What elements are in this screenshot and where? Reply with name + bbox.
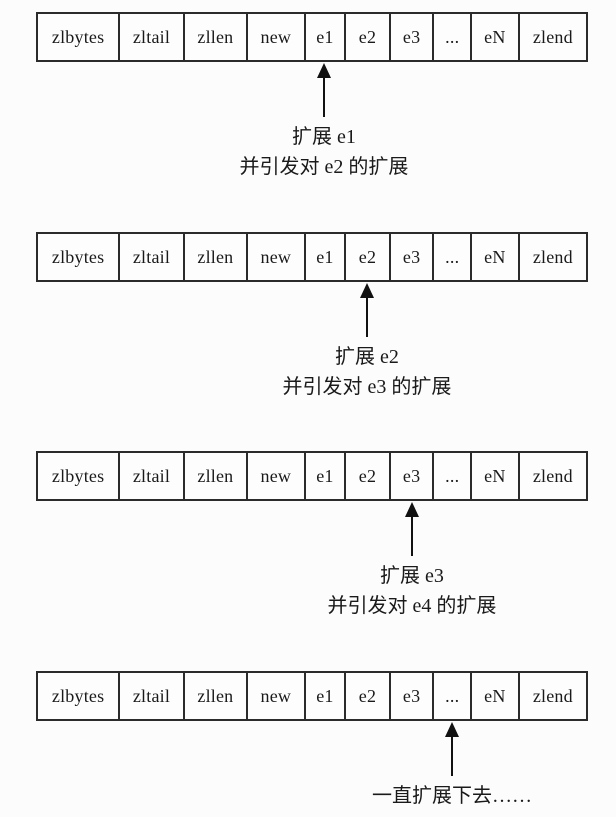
ziplist-cell-zltail: zltail [118,453,182,499]
annotation-line-2: 并引发对 e2 的扩展 [239,156,409,178]
annotation-line-1: 扩展 e1 [292,126,356,148]
ziplist-cell-zlbytes: zlbytes [51,465,105,486]
ziplist-row: zlbytes zltail zllen new e1 e2 e3 ... eN… [36,671,588,721]
ziplist-cell-e2: e2 [344,453,389,499]
ziplist-cell-ellipsis: ... [432,453,470,499]
annotation-line-2: 并引发对 e3 的扩展 [282,376,452,398]
up-arrow-to-e1 [317,63,331,117]
diagram-section-1: zlbytes zltail zllen new e1 e2 e3 ... eN… [0,12,616,220]
annotation-line-1: 扩展 e3 [380,565,444,587]
annotation-line-2: 并引发对 e4 的扩展 [327,595,497,617]
arrow-shaft [366,298,368,337]
arrow-head-icon [317,63,331,78]
arrow-shaft [323,78,325,117]
ziplist-cell-zlbytes: zlbytes [51,246,105,267]
ziplist-cell-new: new [246,234,303,280]
ziplist-row: zlbytes zltail zllen new e1 e2 e3 ... eN… [36,12,588,62]
ziplist-cell-zltail: zltail [118,673,182,719]
ziplist-cell-zltail: zltail [118,14,182,60]
ziplist-cell-zlend: zlend [517,673,586,719]
ziplist-cell-zlbytes: zlbytes [51,685,105,706]
ziplist-cell-e3: e3 [388,14,433,60]
ziplist-cell-zlend: zlend [517,234,586,280]
annotation-line-1: 一直扩展下去…… [372,785,532,807]
annotation-text: 扩展 e1 并引发对 e2 的扩展 [164,122,484,182]
ziplist-cell-zlend: zlend [517,14,586,60]
ziplist-cell-e2: e2 [344,234,389,280]
annotation-text: 一直扩展下去…… [292,781,612,811]
ziplist-cell-zllen: zllen [182,673,246,719]
ziplist-cell-e2: e2 [344,673,389,719]
ziplist-cell-eN: eN [470,14,518,60]
ziplist-cell-e3: e3 [388,234,433,280]
ziplist-cell-e2: e2 [344,14,389,60]
ziplist-cell-new: new [246,14,303,60]
ziplist-cell-zlbytes: zlbytes [51,26,105,47]
ziplist-cell-zlend: zlend [517,453,586,499]
annotation-text: 扩展 e3 并引发对 e4 的扩展 [252,561,572,621]
diagram-section-4: zlbytes zltail zllen new e1 e2 e3 ... eN… [0,671,616,817]
annotation-line-1: 扩展 e2 [335,346,399,368]
ziplist-cell-e1: e1 [303,234,345,280]
arrow-shaft [411,517,413,556]
annotation-text: 扩展 e2 并引发对 e3 的扩展 [207,342,527,402]
ziplist-cell-eN: eN [470,453,518,499]
ziplist-row: zlbytes zltail zllen new e1 e2 e3 ... eN… [36,451,588,501]
ziplist-row: zlbytes zltail zllen new e1 e2 e3 ... eN… [36,232,588,282]
ziplist-cell-eN: eN [470,234,518,280]
ziplist-cell-ellipsis: ... [432,14,470,60]
ziplist-cell-e3: e3 [388,673,433,719]
ziplist-cell-e1: e1 [303,14,345,60]
up-arrow-to-ellipsis [445,722,459,776]
ziplist-cell-zltail: zltail [118,234,182,280]
ziplist-cell-e3: e3 [388,453,433,499]
ziplist-cell-ellipsis: ... [432,234,470,280]
up-arrow-to-e3 [405,502,419,556]
arrow-head-icon [360,283,374,298]
arrow-head-icon [405,502,419,517]
ziplist-cell-zllen: zllen [182,453,246,499]
ziplist-cell-new: new [246,673,303,719]
ziplist-cell-e1: e1 [303,453,345,499]
diagram-section-2: zlbytes zltail zllen new e1 e2 e3 ... eN… [0,232,616,440]
ziplist-cell-new: new [246,453,303,499]
arrow-head-icon [445,722,459,737]
arrow-shaft [451,737,453,776]
up-arrow-to-e2 [360,283,374,337]
ziplist-cell-ellipsis: ... [432,673,470,719]
ziplist-cell-zllen: zllen [182,14,246,60]
ziplist-cell-eN: eN [470,673,518,719]
ziplist-cell-e1: e1 [303,673,345,719]
diagram-section-3: zlbytes zltail zllen new e1 e2 e3 ... eN… [0,451,616,659]
ziplist-cell-zllen: zllen [182,234,246,280]
